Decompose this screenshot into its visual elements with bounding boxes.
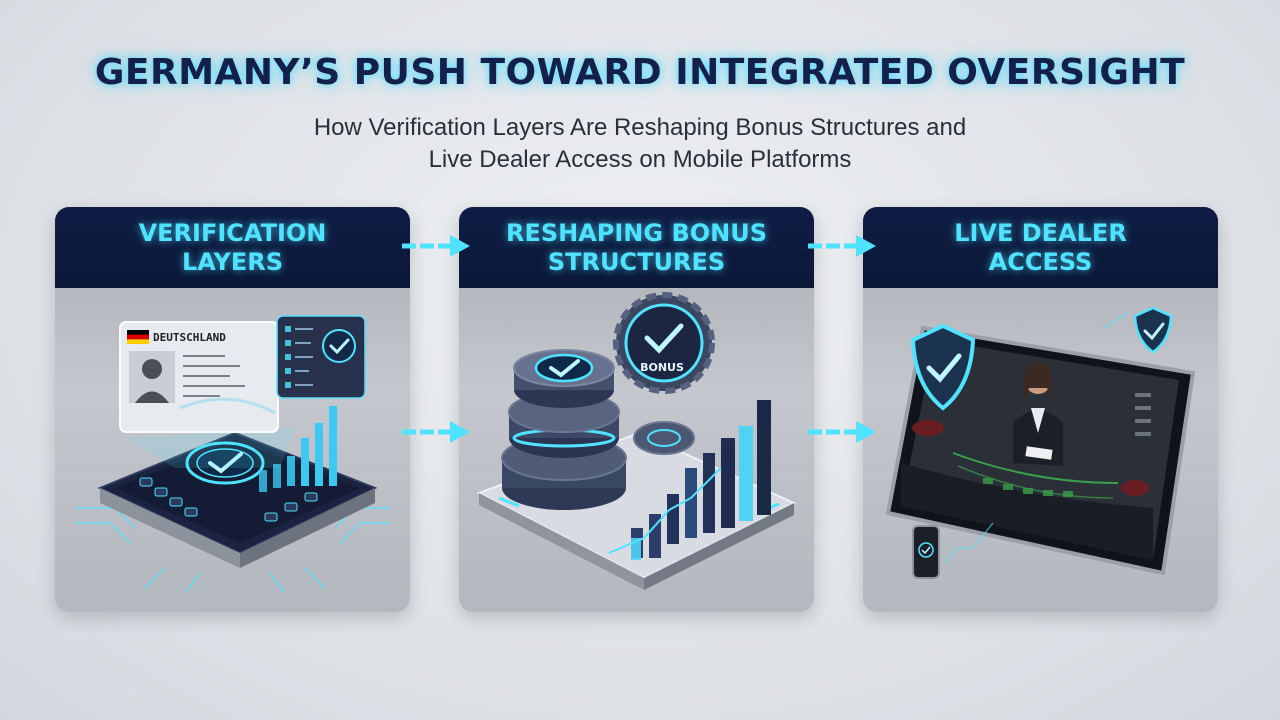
shield-icon [910, 323, 976, 411]
card-title: LIVE DEALER ACCESS [954, 218, 1127, 276]
card-reshaping-bonus-structures: RESHAPING BONUS STRUCTURES [459, 207, 814, 612]
main-title: GERMANY’S PUSH TOWARD INTEGRATED OVERSIG… [94, 52, 1186, 93]
gear-stack [501, 349, 627, 510]
trend-line [608, 467, 722, 554]
card-header: LIVE DEALER ACCESS [863, 207, 1218, 288]
flow-arrow-bottom-1 [400, 418, 472, 446]
bar-chart-icon [259, 406, 337, 492]
check-icon [322, 329, 356, 363]
id-card-label: DEUTSCHLAND [153, 331, 226, 344]
flow-arrow-top-1 [400, 232, 472, 260]
side-menu [1135, 393, 1151, 436]
flow-arrow-bottom-2 [806, 418, 878, 446]
card-live-dealer-access: LIVE DEALER ACCESS [863, 207, 1218, 612]
check-circle-icon [185, 441, 265, 485]
card-header: RESHAPING BONUS STRUCTURES [459, 207, 814, 288]
subtitle-line-2: Live Dealer Access on Mobile Platforms [428, 146, 852, 173]
checklist-panel [276, 315, 366, 399]
id-card: DEUTSCHLAND [119, 321, 279, 433]
bonus-illustration: BONUS [476, 292, 797, 590]
live-dealer [1013, 361, 1063, 466]
check-circle-icon [534, 353, 594, 383]
shield-icon [1133, 306, 1173, 354]
phone-device [912, 525, 940, 579]
verification-illustration: DEUTSCHLAND [75, 315, 390, 594]
bar-chart-icon [631, 400, 771, 560]
card-title: VERIFICATION LAYERS [138, 218, 327, 276]
subtitle: How Verification Layers Are Reshaping Bo… [0, 112, 1280, 176]
card-header: VERIFICATION LAYERS [55, 207, 410, 288]
app-icons [139, 477, 318, 522]
card-title: RESHAPING BONUS STRUCTURES [505, 218, 768, 276]
bonus-gear-icon: BONUS [613, 292, 715, 394]
flow-arrow-top-2 [806, 232, 878, 260]
subtitle-line-1: How Verification Layers Are Reshaping Bo… [313, 114, 967, 141]
bonus-label: BONUS [640, 361, 684, 374]
live-dealer-illustration [885, 306, 1196, 579]
small-gear-icon [633, 421, 695, 455]
card-verification-layers: VERIFICATION LAYERS [55, 207, 410, 612]
